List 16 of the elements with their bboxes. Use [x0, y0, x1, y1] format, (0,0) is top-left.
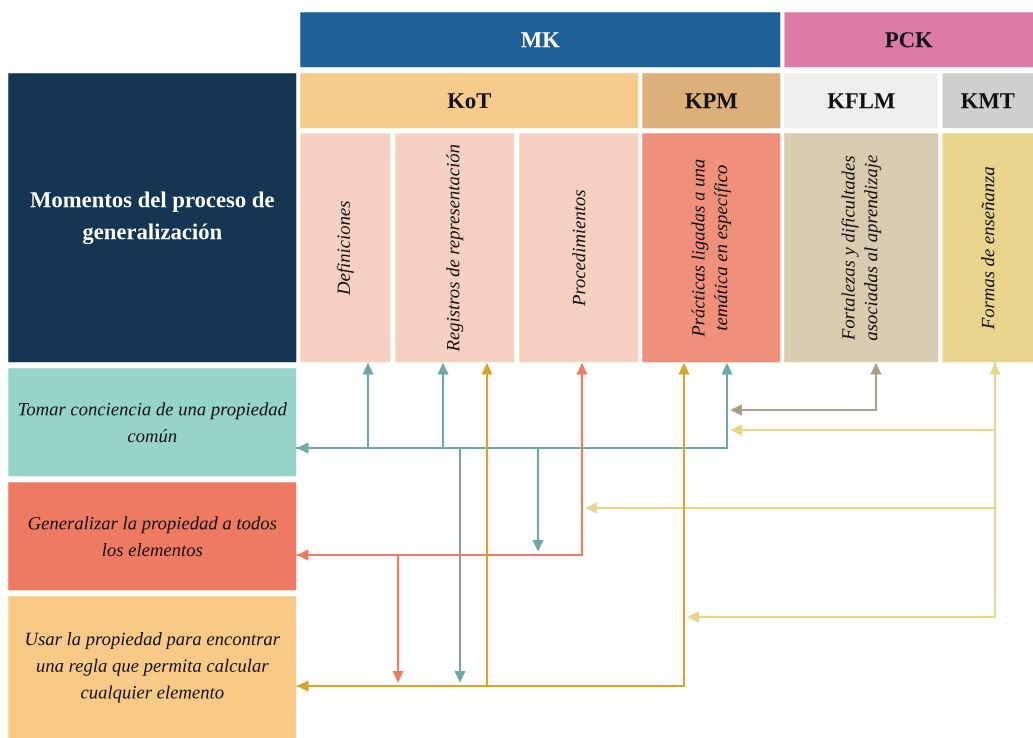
column-box: Formas de enseñanza: [942, 133, 1033, 363]
column-box: Fortalezas y dificultades asociadas al aprendizaje: [784, 133, 939, 363]
title-box: Momentos del proceso de generalización: [8, 73, 297, 363]
row-label-box: Usar la propiedad para encontrar una regla que permita calcular cualquier elemento: [8, 596, 297, 738]
column-box: Prácticas ligadas a una temática en específico: [642, 133, 781, 363]
row-label-box: Tomar conciencia de una propiedad común: [8, 368, 297, 477]
category-box: KMT: [942, 73, 1033, 129]
header-band: PCK: [784, 12, 1033, 68]
row-label-box: Generalizar la propiedad a todos los elementos: [8, 482, 297, 591]
category-box: KPM: [642, 73, 781, 129]
column-box: Procedimientos: [519, 133, 639, 363]
column-box: Registros de representación: [395, 133, 515, 363]
header-band: MK: [300, 12, 781, 68]
column-box: Definiciones: [300, 133, 391, 363]
category-box: KoT: [300, 73, 639, 129]
category-box: KFLM: [784, 73, 939, 129]
